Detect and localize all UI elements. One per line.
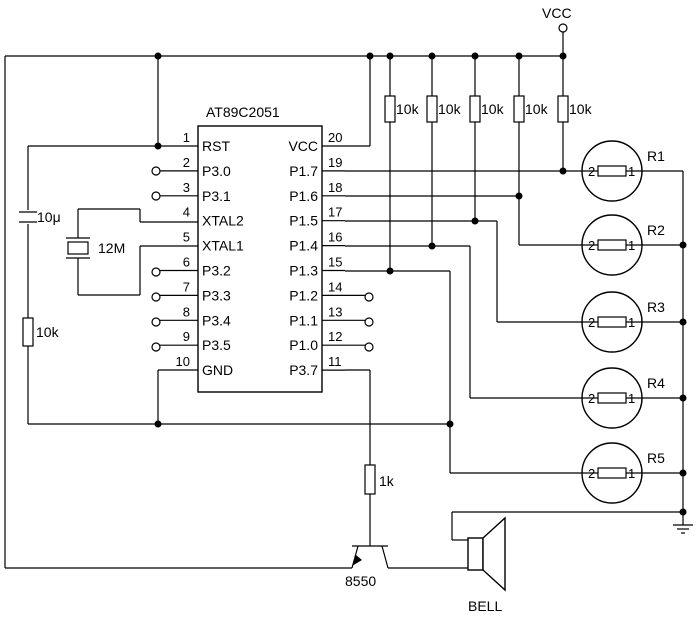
pin-label: GND [202, 362, 233, 378]
pin-number: 1 [183, 130, 190, 145]
sensor-pin-a: 2 [588, 164, 595, 179]
sensor-pin-b: 1 [628, 164, 635, 179]
pin-number: 18 [328, 180, 342, 195]
pin-number: 20 [328, 130, 342, 145]
vcc-terminal [558, 23, 568, 33]
sensor-pin-b: 1 [628, 238, 635, 253]
pullup-resistor [469, 95, 481, 123]
light-sensor: 2 1 R3 [581, 291, 665, 353]
pin-number: 2 [183, 155, 190, 170]
pin-label: P1.1 [289, 312, 318, 328]
bell-label: BELL [468, 598, 502, 614]
pin-number: 8 [183, 304, 190, 319]
pin-label: P1.7 [289, 163, 318, 179]
pin-label: P3.0 [202, 163, 231, 179]
chip-name: AT89C2051 [206, 104, 280, 120]
pin-number: 11 [328, 354, 342, 369]
sensor-label: R1 [647, 148, 665, 164]
pin-label: P1.2 [289, 287, 318, 303]
pin-label: P3.3 [202, 287, 231, 303]
pin-number: 17 [328, 205, 342, 220]
pin-number: 6 [183, 255, 190, 270]
light-sensor: 2 1 R2 [581, 214, 665, 276]
pin-label: P3.4 [202, 312, 231, 328]
sensor-pin-b: 1 [628, 315, 635, 330]
reset-resistor [22, 317, 34, 347]
pin-label: P3.2 [202, 263, 231, 279]
pullup-value: 10k [396, 101, 420, 117]
pin-label: P1.4 [289, 238, 318, 254]
pin-number: 4 [183, 205, 190, 220]
pullup-value: 10k [569, 101, 593, 117]
pin-number: 13 [328, 304, 342, 319]
sensor-label: R2 [647, 222, 665, 238]
pin-label: XTAL1 [202, 238, 244, 254]
pin-number: 7 [183, 279, 190, 294]
pullup-resistor [384, 95, 396, 123]
sensor-pin-a: 2 [588, 391, 595, 406]
sensor-label: R3 [647, 299, 665, 315]
pin-label: P3.5 [202, 337, 231, 353]
pin-label: XTAL2 [202, 213, 244, 229]
chip-body [197, 125, 323, 393]
pin-label: P1.6 [289, 188, 318, 204]
pullup-value: 10k [438, 101, 462, 117]
junction-dots [154, 52, 687, 516]
reset-capacitor [19, 211, 37, 223]
sensor-pin-a: 2 [588, 466, 595, 481]
pin-label: VCC [288, 138, 318, 154]
transistor-label: 8550 [345, 573, 376, 589]
light-sensor: 2 1 R4 [581, 367, 665, 429]
pullup-value: 10k [525, 101, 549, 117]
pin-number: 5 [183, 230, 190, 245]
pullup-resistors: 10k 10k 10k 10k 10k [384, 95, 593, 123]
base-resistor-value: 1k [379, 473, 395, 489]
sensor-label: R5 [647, 450, 665, 466]
pin-number: 12 [328, 329, 342, 344]
sensor-label: R4 [647, 375, 665, 391]
sensor-pin-b: 1 [628, 466, 635, 481]
pin-label: P1.0 [289, 337, 318, 353]
reset-resistor-value: 10k [36, 324, 60, 340]
capacitor-value: 10μ [37, 209, 61, 225]
pin-number: 19 [328, 155, 342, 170]
sensor-pin-a: 2 [588, 315, 595, 330]
crystal [66, 237, 90, 259]
pin-label: RST [202, 138, 230, 154]
pin-number: 10 [176, 354, 190, 369]
bell-speaker [467, 516, 506, 592]
base-resistor [364, 464, 376, 495]
pin-label: P1.5 [289, 213, 318, 229]
crystal-value: 12M [98, 240, 125, 256]
pin-label: P1.3 [289, 263, 318, 279]
light-sensor: 2 1 R5 [581, 442, 665, 504]
transistor-emitter-arrow [352, 555, 362, 566]
pin-number: 9 [183, 329, 190, 344]
sensor-pin-b: 1 [628, 391, 635, 406]
pullup-value: 10k [481, 101, 505, 117]
light-sensor: 2 1 R1 [581, 140, 665, 202]
pin-number: 3 [183, 180, 190, 195]
pin-label: P3.7 [289, 362, 318, 378]
pullup-resistor [513, 95, 525, 123]
pin-number: 15 [328, 255, 342, 270]
pullup-resistor [557, 95, 569, 123]
pin-label: P3.1 [202, 188, 231, 204]
vcc-label: VCC [542, 5, 572, 21]
sensor-pin-a: 2 [588, 238, 595, 253]
pin-number: 14 [328, 279, 342, 294]
pullup-resistor [426, 95, 438, 123]
pin-number: 16 [328, 230, 342, 245]
unused-pin-terminals [151, 166, 374, 352]
